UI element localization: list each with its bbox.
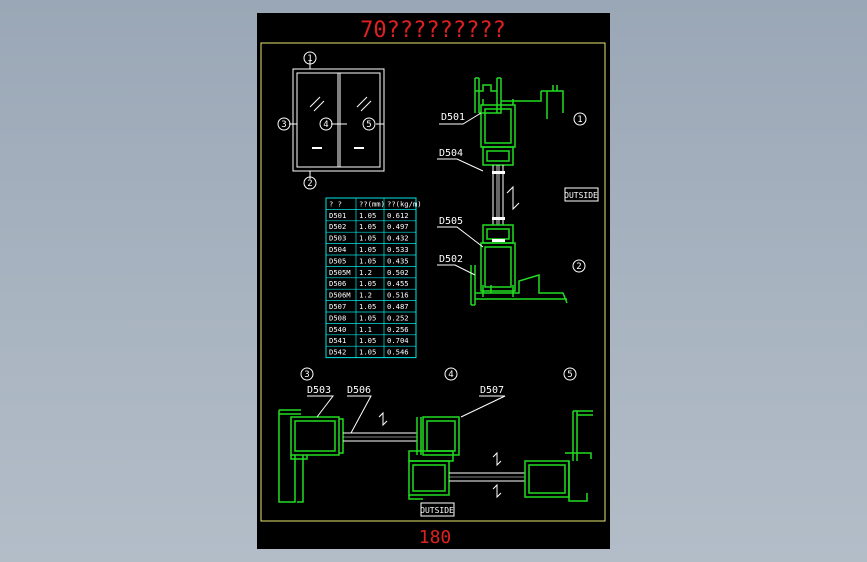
horizontal-section bbox=[278, 409, 593, 503]
table-cell: 1.05 bbox=[359, 348, 376, 357]
label-d507: D507 bbox=[480, 385, 504, 396]
horizontal-leaders bbox=[307, 395, 506, 434]
table-cell: D504 bbox=[329, 245, 346, 254]
table-cell: 0.432 bbox=[387, 234, 409, 243]
callout-5-label: 5 bbox=[366, 120, 371, 130]
outside-tag-2: OUTSIDE bbox=[420, 506, 454, 515]
table-header-cell: ? ? bbox=[329, 199, 342, 208]
vertical-section bbox=[470, 77, 568, 306]
table-cell: 1.05 bbox=[359, 256, 376, 265]
table-cell: 1.05 bbox=[359, 302, 376, 311]
cad-drawing: 70????????? 180 1 2 3 4 5 bbox=[260, 18, 606, 548]
callout-1-label: 1 bbox=[307, 54, 312, 64]
table-cell: 1.05 bbox=[359, 222, 376, 231]
callout-3-label: 3 bbox=[281, 120, 286, 130]
table-cell: 1.05 bbox=[359, 245, 376, 254]
table-cell: D540 bbox=[329, 325, 346, 334]
table-header-cell: ??(mm) bbox=[359, 199, 385, 208]
callout-2-label: 2 bbox=[307, 179, 312, 189]
section-callout-4-label: 4 bbox=[448, 370, 453, 380]
drawing-sheet: 70????????? 180 1 2 3 4 5 bbox=[257, 13, 610, 549]
outside-tag-1-frame bbox=[564, 187, 599, 202]
table-cell: D503 bbox=[329, 234, 346, 243]
section-callout-3 bbox=[300, 367, 314, 381]
window-elevation bbox=[289, 61, 385, 179]
callout-4-label: 4 bbox=[323, 120, 328, 130]
outside-tag-2-frame bbox=[420, 502, 455, 517]
section-callout-2 bbox=[572, 259, 586, 273]
elevation-callouts bbox=[277, 51, 376, 190]
section-callout-2-label: 2 bbox=[576, 262, 581, 272]
table-cell: 1.05 bbox=[359, 313, 376, 322]
table-cell: D508 bbox=[329, 313, 346, 322]
table-cell: 0.497 bbox=[387, 222, 409, 231]
table-cell: 0.252 bbox=[387, 313, 409, 322]
sheet-border bbox=[260, 42, 606, 522]
label-d501: D501 bbox=[441, 112, 465, 123]
table-cell: 1.2 bbox=[359, 268, 372, 277]
table-cell: 0.455 bbox=[387, 279, 409, 288]
label-d503: D503 bbox=[307, 385, 331, 396]
table-cell: D506 bbox=[329, 279, 346, 288]
table-cell: 0.533 bbox=[387, 245, 409, 254]
label-d502: D502 bbox=[439, 254, 463, 265]
section-callout-4 bbox=[444, 367, 458, 381]
label-d506: D506 bbox=[347, 385, 371, 396]
table-cell: 0.435 bbox=[387, 256, 409, 265]
table-cell: 0.256 bbox=[387, 325, 409, 334]
label-d504: D504 bbox=[439, 148, 463, 159]
section-callout-1-label: 1 bbox=[577, 115, 582, 125]
table-cell: 0.704 bbox=[387, 336, 409, 345]
table-cell: 0.612 bbox=[387, 211, 409, 220]
section-callout-5 bbox=[563, 367, 577, 381]
table-cell: D542 bbox=[329, 348, 346, 357]
table-header-cell: ??(kg/m) bbox=[387, 199, 422, 208]
table-cell: 0.487 bbox=[387, 302, 409, 311]
horizontal-section-marks bbox=[378, 411, 502, 499]
label-d505: D505 bbox=[439, 216, 463, 227]
table-cell: 1.05 bbox=[359, 211, 376, 220]
table-cell: 1.1 bbox=[359, 325, 372, 334]
table-cell: 0.516 bbox=[387, 291, 409, 300]
section-callout-3-label: 3 bbox=[304, 370, 309, 380]
table-cell: D501 bbox=[329, 211, 346, 220]
table-cell: D502 bbox=[329, 222, 346, 231]
table-cell: 1.05 bbox=[359, 234, 376, 243]
vertical-section-glass-clips bbox=[492, 171, 505, 242]
table-cell: 0.546 bbox=[387, 348, 409, 357]
table-cell: D507 bbox=[329, 302, 346, 311]
table-cell: D506M bbox=[329, 291, 351, 300]
outside-tag-1: OUTSIDE bbox=[564, 191, 598, 200]
table-cell: D505M bbox=[329, 268, 351, 277]
page-number: 180 bbox=[419, 527, 452, 548]
vertical-leaders bbox=[437, 112, 484, 276]
table-cell: 1.2 bbox=[359, 291, 372, 300]
section-callout-1 bbox=[573, 112, 587, 126]
table-cell: 0.502 bbox=[387, 268, 409, 277]
table-cell: 1.05 bbox=[359, 279, 376, 288]
table-cell: D505 bbox=[329, 256, 346, 265]
drawing-title: 70????????? bbox=[360, 18, 506, 43]
table-cell: D541 bbox=[329, 336, 346, 345]
section-callout-5-label: 5 bbox=[567, 370, 572, 380]
table-cell: 1.05 bbox=[359, 336, 376, 345]
